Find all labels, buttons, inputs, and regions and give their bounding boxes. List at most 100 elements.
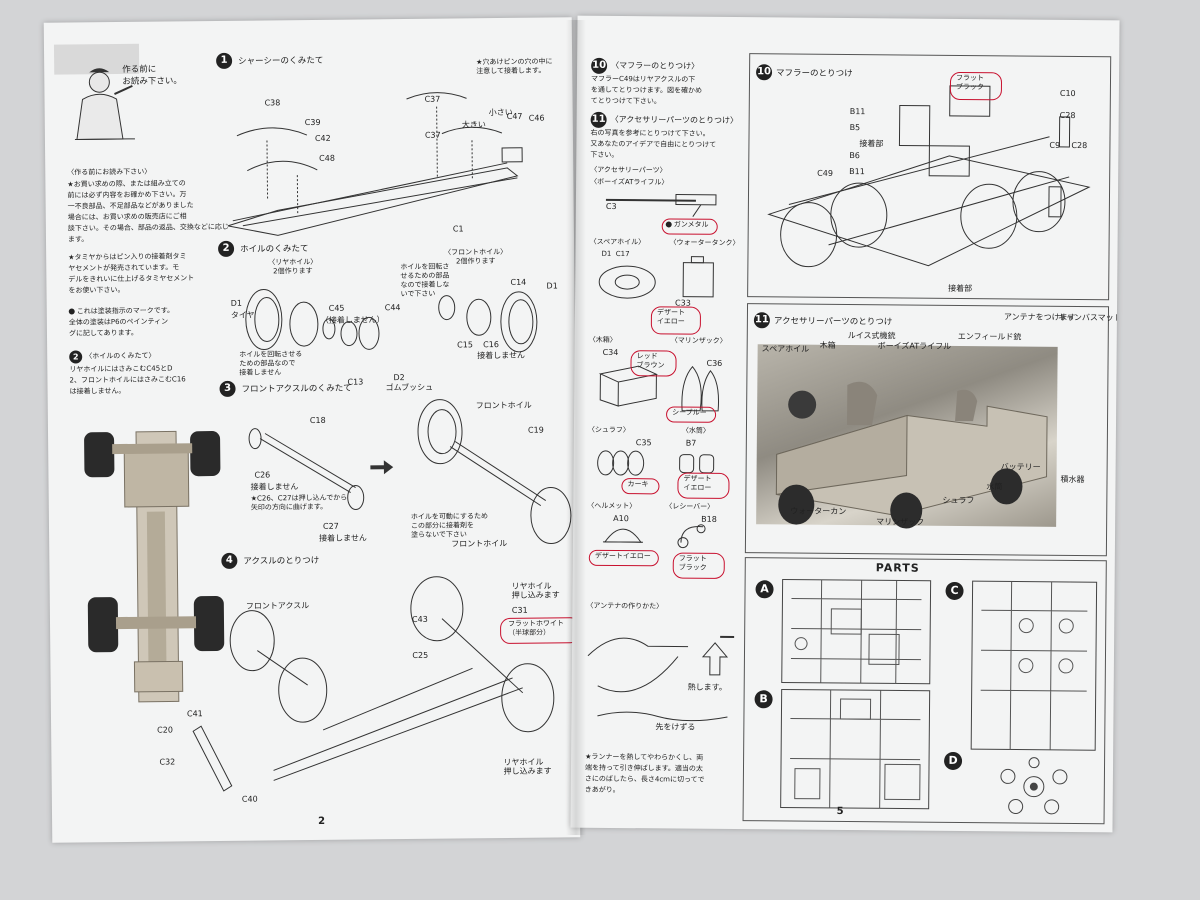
lewis-gun-label: ルイス式機銃: [847, 331, 896, 341]
step-2-badge: 2: [218, 240, 235, 257]
step-1-label-c46: C46: [528, 113, 545, 123]
wheel-assembly-drawing: [245, 288, 538, 353]
sprue-d-drawing: [1000, 757, 1068, 815]
flat-black-paint-note-2: フラット ブラック: [955, 73, 985, 92]
rear-wheel-push-note-top: リヤホイル 押し込みます: [511, 581, 560, 600]
canteen-photo-label: 水筒: [986, 482, 1003, 492]
water-can-label: ウォーターカン: [790, 506, 847, 517]
step-4-label-c31: C31: [511, 605, 528, 615]
step-1-panel: 1 シャーシーのくみたて C38 C39 C42 C48 C37 C37 C47…: [206, 48, 552, 241]
wheel-note-text: リヤホイルにはさみこむC45とD 2、フロントホイルにはさみこむC16 は接着し…: [69, 364, 186, 396]
paint-dot-icon: [665, 221, 672, 228]
step-10-label-c28: C28: [1059, 110, 1076, 120]
step-11-title: アクセサリーパーツのとりつけ: [773, 316, 893, 328]
step-10-text-title: 〈マフラーのとりつけ〉: [611, 60, 700, 71]
helmet-part: A10: [613, 513, 629, 524]
wheel-note-title: 〈ホイルのくみたて〉: [85, 351, 156, 361]
step-4-label-c40: C40: [241, 794, 258, 804]
step-10-label-c10: C10: [1059, 88, 1076, 99]
step-2-label-d1: D1: [230, 298, 242, 308]
flat-white-paint-note: フラットホワイト （半球部分）: [507, 619, 565, 637]
sprue-c-badge: C: [945, 581, 964, 601]
sprue-b-drawing: [780, 688, 931, 810]
step-10-text: マフラーC49はリヤアクスルの下 を通してとりつけます。図を確かめ てとりつけて…: [590, 74, 703, 106]
step-1-label-c37a: C37: [424, 94, 441, 104]
heat-label: 熱します。: [687, 682, 727, 692]
marine-sack-label: 〈マリンザック〉: [670, 336, 727, 345]
step-1-small-label: 小さい: [488, 107, 513, 118]
step-2-label-c44: C44: [384, 303, 401, 313]
step-1-label-c37b: C37: [424, 130, 441, 140]
step-1-label-c1: C1: [452, 224, 464, 234]
rifle-part-label: C3: [605, 201, 617, 211]
sleeping-bag-drawing: [597, 450, 645, 476]
step-10-label-b6: B6: [849, 151, 860, 161]
wooden-box-photo-label: 木箱: [819, 340, 836, 350]
truck-chassis-drawing: [767, 85, 1091, 268]
chassis-assembly-drawing: [227, 92, 523, 236]
parts-panel: PARTS A B C D: [742, 557, 1107, 825]
sprue-b-badge: B: [754, 690, 773, 709]
step-2-label-c14: C14: [510, 277, 527, 287]
step-10-label-b11a: B11: [849, 107, 866, 117]
battery-label: バッテリー: [1000, 462, 1041, 472]
page-gutter: [566, 20, 586, 835]
step-2-no-glue: （接着しません）: [320, 315, 385, 325]
step-3-label-front-wheel: フロントホイル: [475, 400, 532, 411]
paint-mark-icon: [68, 308, 75, 315]
marine-sack-photo-label: マリンザック: [876, 517, 925, 527]
step-2-label-d1b: D1: [546, 281, 558, 291]
sprue-c-drawing: [970, 580, 1098, 751]
canteen-drawing: [679, 454, 715, 474]
sprue-a-drawing: [781, 578, 932, 685]
water-tank-drawing: [682, 256, 714, 298]
step-11-accessory-panel: 11 アクセサリーパーツのとりつけ アンテナをつけます キャンバスマット ルイス…: [744, 303, 1120, 557]
step-11-badge-left: 11: [590, 111, 607, 128]
step-1-label-c38: C38: [264, 98, 281, 108]
step-10-glue-label-1: 接着部: [859, 139, 884, 149]
step-10-label-c9: C9: [1049, 140, 1061, 150]
desert-yellow-paint-note-1: デザート イエロー: [656, 308, 686, 326]
step-2-panel: 2 ホイルのくみたて 〈リヤホイル〉 2個作ります 〈フロントホイル〉 2個作り…: [208, 236, 558, 392]
step-10-label-b11b: B11: [849, 167, 865, 177]
step-11-text-title: 〈アクセサリーパーツのとりつけ〉: [610, 114, 739, 126]
step-4-label-c25: C25: [412, 650, 429, 660]
step-3-panel: 3 フロントアクスルのくみたて C18 C26 接着しません フロントホイル C…: [209, 376, 572, 550]
helmet-drawing: [602, 528, 643, 543]
boys-rifle-photo-label: ボーイズATライフル: [877, 341, 952, 351]
step-1-big-label: 大きい: [461, 120, 486, 130]
step-4-label-c32: C32: [159, 757, 176, 767]
boys-rifle-drawing: [605, 194, 717, 217]
sleeping-bag-photo-label: シュラフ: [942, 495, 975, 506]
gunmetal-paint-text: ガンメタル: [673, 220, 709, 229]
step-10-label-b5: B5: [849, 123, 861, 133]
step-2-label-c16: C16: [483, 340, 499, 350]
intro-paragraph-2: ★タミヤからはピン入りの接着剤タミ ヤセメントが発売されています。モ デルをきれ…: [68, 252, 195, 295]
canvas-mat-label: キャンバスマット: [1057, 312, 1120, 323]
helmet-label: 〈ヘルメット〉: [587, 501, 637, 511]
driver-sketch-illustration: [53, 43, 140, 140]
sleeping-bag-label: 〈シュラフ〉: [587, 425, 630, 435]
enfield-rifle-label: エンフィールド銃: [957, 331, 1022, 342]
khaki-paint-note: カーキ: [627, 480, 649, 489]
step-10-label-c49: C49: [817, 168, 833, 178]
step-10-glue-label-2: 接着部: [948, 283, 973, 294]
step-4-title: アクスルのとりつけ: [243, 555, 320, 567]
canteen-label: 〈水筒〉: [681, 426, 710, 435]
sprue-d-badge: D: [943, 751, 963, 771]
step-4-label-c43: C43: [411, 614, 428, 624]
flat-black-paint-note-1: フラット ブラック: [678, 554, 707, 572]
red-brown-paint-note: レッド ブラウン: [636, 352, 665, 370]
step-4-label-front-axle: フロントアクスル: [245, 601, 310, 611]
spare-wheel-label: 〈スペアホイル〉: [589, 237, 646, 247]
intro-paragraph-1: ★お買い求めの際、または組み立ての 前には必ず内容をお確かめ下さい。万 一不良部…: [67, 179, 229, 244]
right-page-number: 5: [836, 805, 844, 818]
sea-blue-paint-note: シーブルー: [672, 408, 707, 417]
step-3-badge: 3: [219, 380, 236, 397]
antenna-making-drawing: [587, 635, 735, 722]
left-page: 作る前に お読み下さい。 〈作る前にお読み下さい〉 ★お買い求めの際、または組み…: [43, 17, 581, 843]
step-3-label-c19: C19: [527, 425, 544, 435]
desert-yellow-paint-note-3: デザートイエロー: [594, 551, 651, 561]
sleeping-bag-part: C35: [635, 438, 652, 448]
front-wheel-subtitle: 〈フロントホイル〉 2個作ります: [444, 247, 508, 266]
